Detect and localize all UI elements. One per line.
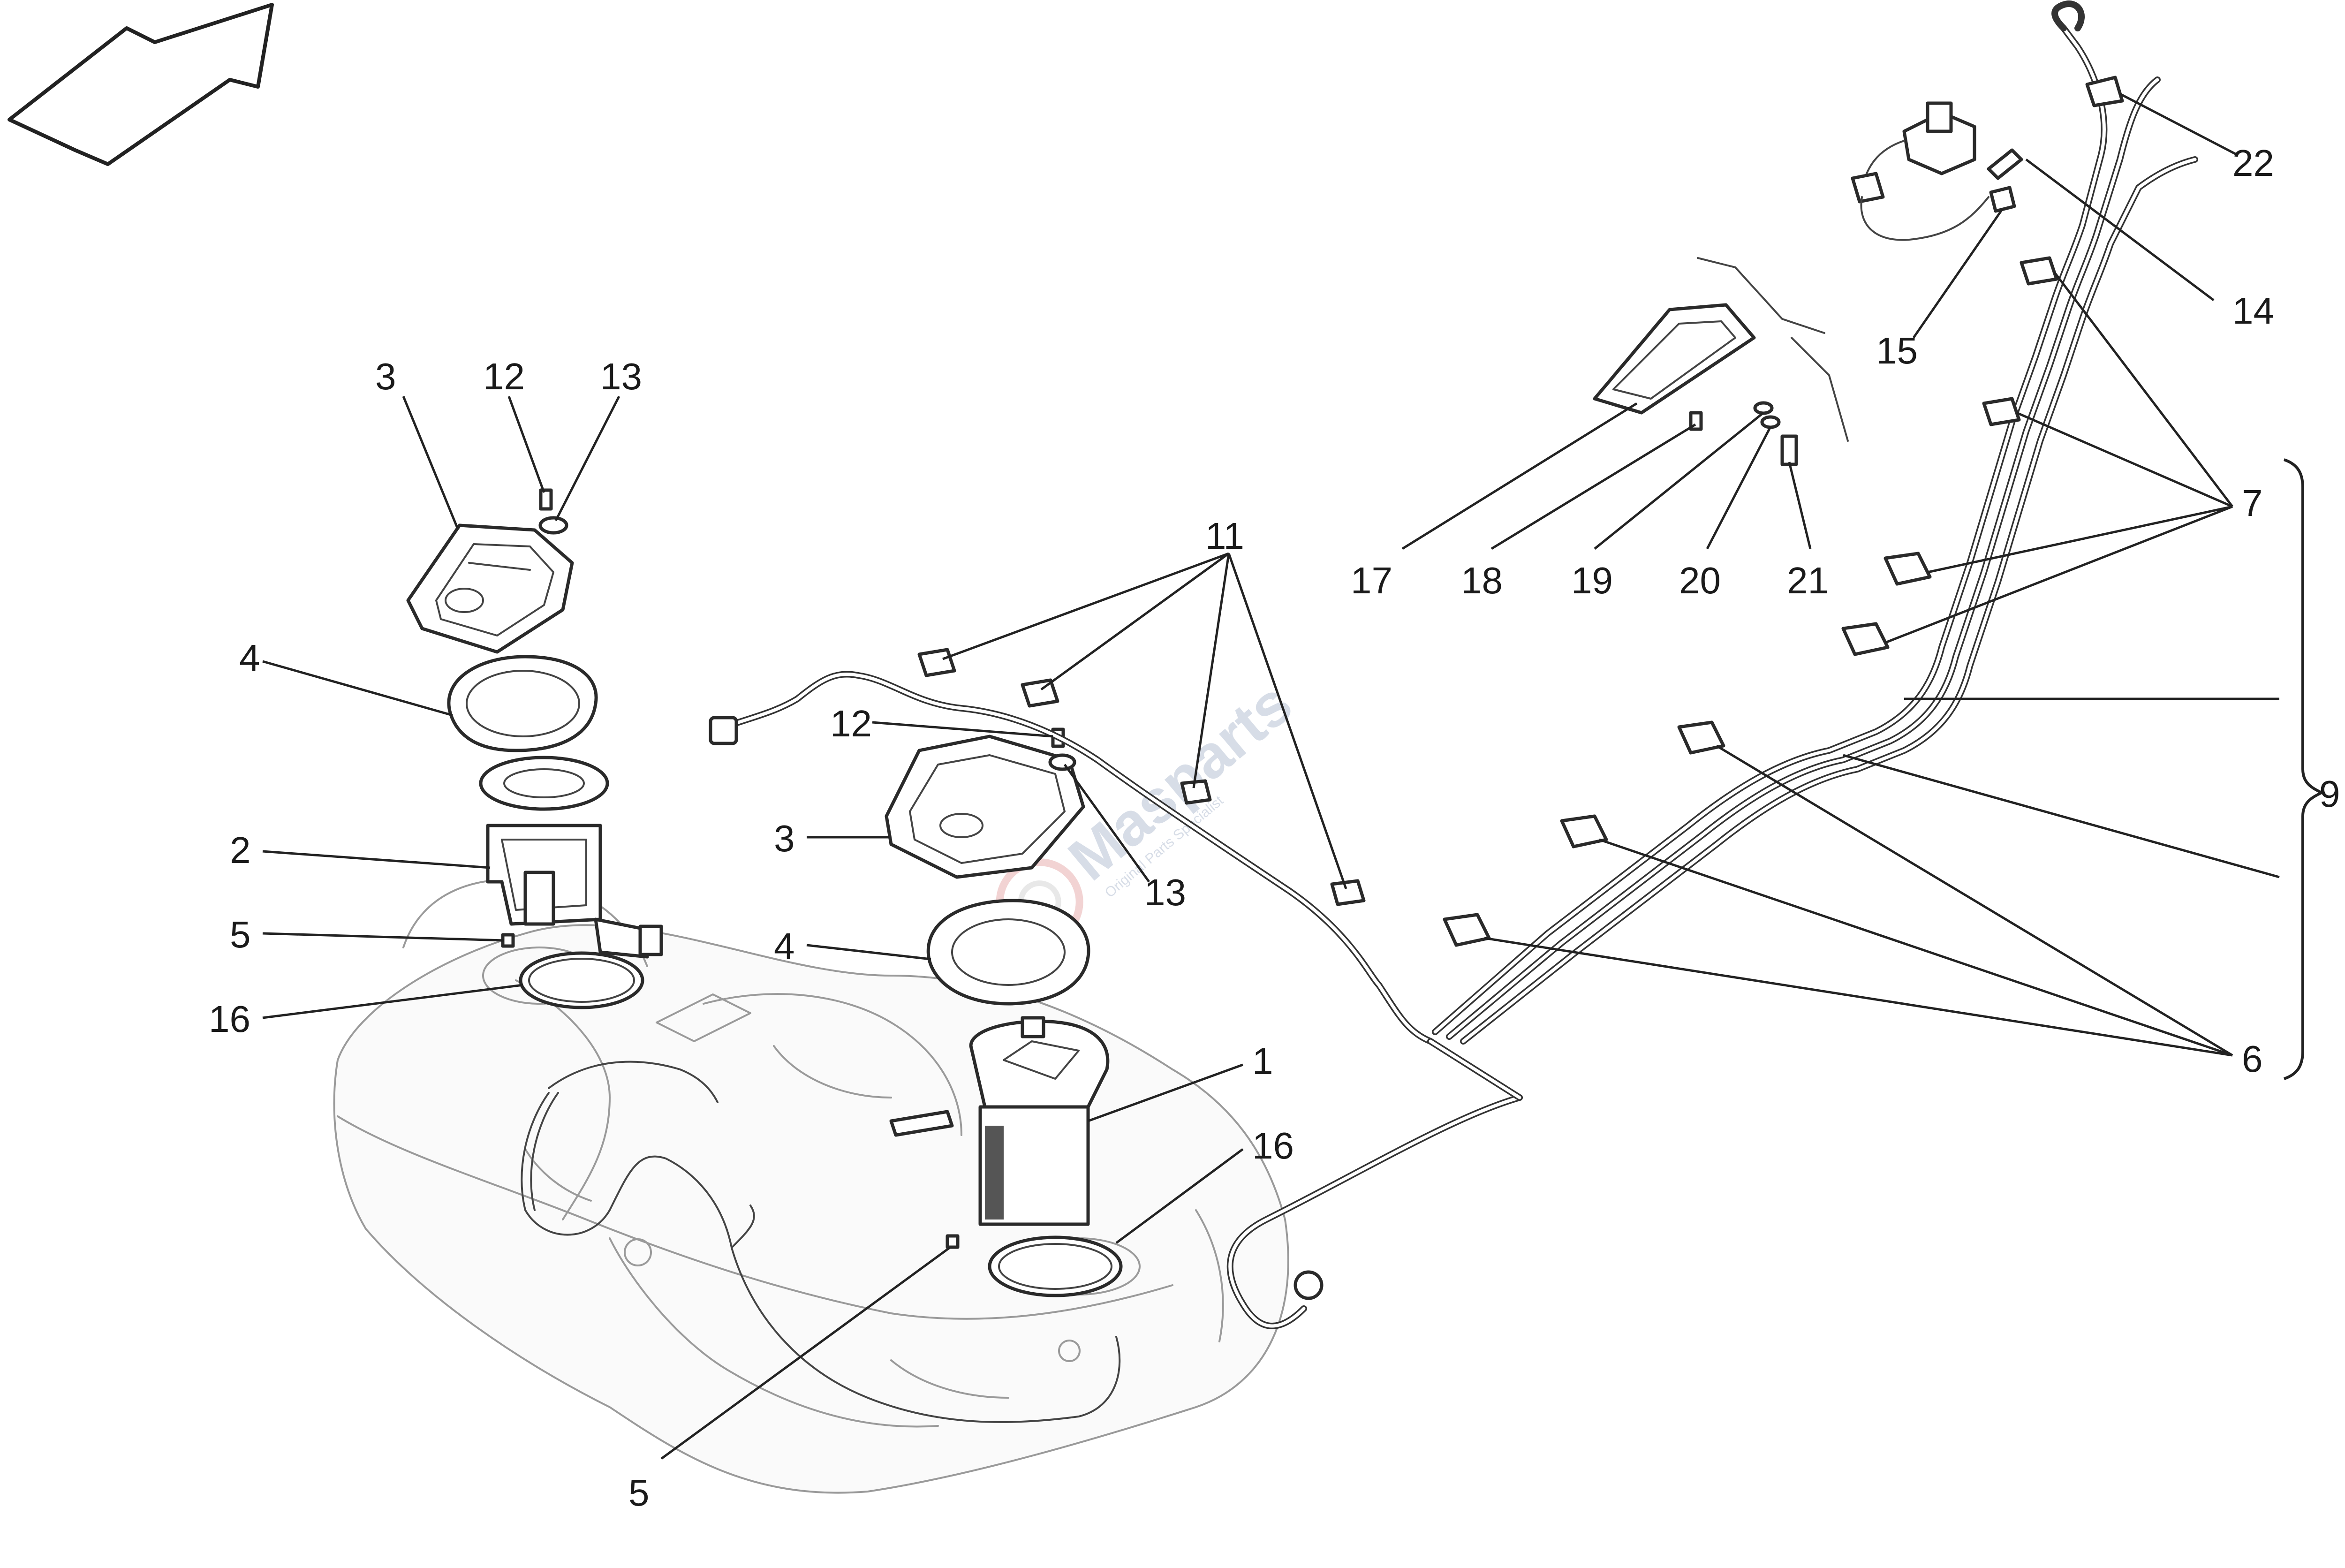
callout-22: 22 — [2232, 142, 2274, 184]
part-4-lock-ring-left — [447, 655, 598, 752]
part-4-lock-ring-right — [926, 899, 1090, 1006]
callout-12-right: 12 — [830, 703, 872, 744]
callout-12-left: 12 — [483, 356, 525, 397]
callout-1: 1 — [1252, 1040, 1273, 1082]
part-2-fuel-pump-left — [479, 756, 663, 959]
part-3-cover-left — [406, 523, 574, 654]
part-9-brace — [2283, 458, 2325, 1080]
part-7-clip-3 — [1982, 397, 2021, 426]
leader-lines — [262, 92, 2280, 1460]
part-22-clip — [2085, 76, 2124, 107]
part-16-seal-left — [519, 951, 644, 1009]
callout-3-right: 3 — [774, 818, 795, 859]
return-line — [1226, 1038, 1523, 1329]
part-21-bolt — [1780, 434, 1798, 466]
part-1-fuel-pump-right — [889, 1016, 1110, 1226]
part-11-clip-2 — [1021, 678, 1059, 708]
callout-16-right: 16 — [1252, 1125, 1294, 1167]
callout-18: 18 — [1461, 560, 1503, 601]
part-14-pressure-sensor — [1851, 101, 2023, 241]
part-6-clip-3 — [1677, 720, 1725, 755]
callout-15: 15 — [1876, 330, 1918, 371]
callout-labels: 3 12 13 4 2 5 16 12 13 3 4 1 16 5 11 11 … — [209, 142, 2340, 1514]
part-12-screw-left — [539, 488, 553, 511]
callout-9: 9 — [2319, 773, 2340, 815]
callout-16-left: 16 — [209, 998, 250, 1040]
tank-harness — [521, 1060, 1121, 1423]
callout-11-label: 11 — [1205, 515, 1244, 557]
direction-arrow-icon — [8, 3, 274, 166]
part-11-clip-1 — [917, 648, 956, 677]
callout-17: 17 — [1351, 560, 1392, 601]
callout-20: 20 — [1679, 560, 1721, 601]
part-6-clip-2 — [1560, 814, 1608, 848]
part-7-clip-4 — [2020, 256, 2058, 286]
fuel-tank — [333, 879, 1289, 1494]
part-3-cover-right — [885, 735, 1085, 879]
fuel-feed-line — [709, 671, 1434, 1045]
callout-5-bottom: 5 — [628, 1472, 650, 1514]
part-6-clip-1 — [1443, 913, 1491, 947]
part-19-washer — [1753, 401, 1774, 415]
callout-4-right: 4 — [774, 925, 795, 967]
callout-7: 7 — [2242, 482, 2263, 524]
part-5-clip-left — [501, 933, 515, 948]
callout-19: 19 — [1571, 560, 1613, 601]
callout-2: 2 — [230, 829, 251, 871]
part-11-clip-4 — [1330, 879, 1366, 906]
callout-14: 14 — [2232, 290, 2274, 332]
part-7-clip-2 — [1884, 552, 1932, 586]
part-9-fuel-pipe-assembly — [1432, 0, 2198, 1045]
part-17-bracket — [1593, 303, 1756, 415]
part-7-clip-1 — [1841, 622, 1890, 656]
part-13-washer-right — [1048, 753, 1076, 771]
callout-13-right: 13 — [1144, 871, 1186, 913]
callout-6: 6 — [2242, 1038, 2263, 1080]
callout-13-left: 13 — [600, 356, 642, 397]
callout-4-left: 4 — [239, 637, 260, 679]
section-break-lines — [1697, 257, 1849, 442]
part-16-seal-right — [988, 1235, 1123, 1297]
part-13-washer-left — [538, 516, 568, 535]
part-15-clip — [1989, 186, 2016, 213]
part-5-clip-right — [946, 1234, 960, 1249]
part-11-clip-3 — [1180, 779, 1212, 805]
watermark-brand: Masparts — [1056, 669, 1305, 894]
part-20-washer — [1760, 415, 1781, 429]
callout-3-left: 3 — [375, 356, 396, 397]
callout-5-left: 5 — [230, 914, 251, 955]
callout-21: 21 — [1787, 560, 1829, 601]
